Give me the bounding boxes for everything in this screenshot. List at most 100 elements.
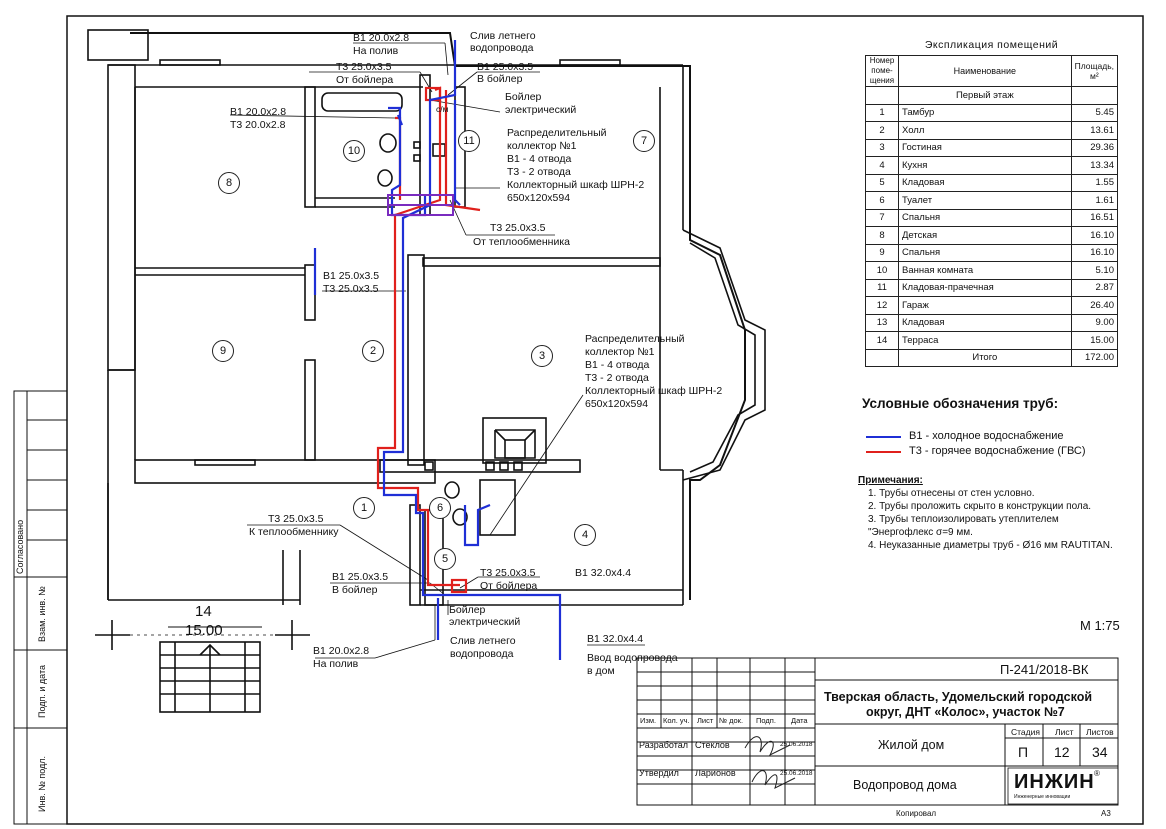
pipe-note: в дом (587, 665, 615, 677)
collector-label: Коллекторный шкаф ШРН-2 (507, 179, 645, 191)
collector-label: коллектор №1 (585, 346, 655, 358)
collector-label: 650х120х594 (585, 398, 649, 410)
address-line-1: Тверская область, Удомельский городской (824, 690, 1093, 704)
collector-label: Распределительный (585, 333, 685, 345)
pipe-label: В1 20.0х2.8 (353, 32, 410, 44)
note-item: 4. Неуказанные диаметры труб - Ø16 мм RA… (868, 540, 1113, 551)
drawing-code: П-241/2018-ВК (1000, 662, 1089, 677)
room-number: 6 (429, 497, 451, 519)
header-podp: Подп. (756, 716, 776, 725)
room-number: 10 (343, 140, 365, 162)
pipe-label: В1 25.0х3.5 (332, 571, 389, 583)
legend-hot-label: Т3 - горячее водоснабжение (ГВС) (909, 445, 1086, 457)
col-area-header: Площадь, м² (1070, 55, 1119, 87)
pipe-note: От бойлера (480, 580, 538, 592)
room-number: 5 (434, 548, 456, 570)
stamp-agreed: Согласовано (15, 519, 25, 574)
pipe-label: В1 20.0х2.8 (313, 645, 370, 657)
header-kol: Кол. уч. (663, 716, 690, 725)
collector-label: В1 - 4 отвода (585, 359, 650, 371)
pipe-note: От теплообменника (473, 236, 571, 248)
pipe-label: Т3 25.0х3.5 (480, 567, 536, 579)
approver-name: Ларионов (695, 768, 736, 778)
note-item: 3. Трубы теплоизолировать утеплителем "Э… (868, 514, 1059, 538)
header-date: Дата (791, 716, 808, 725)
note-item: 2. Трубы проложить скрыто в конструкции … (868, 501, 1092, 512)
pipe-note: Ввод водопровода (587, 652, 678, 664)
sheet-header: Лист (1055, 727, 1074, 737)
approved-label: Утвердил (639, 768, 679, 778)
collector-label: Т3 - 2 отвода (507, 166, 571, 178)
pipe-note: Слив летнего (470, 30, 536, 42)
sheet-value: 12 (1054, 744, 1070, 760)
room-number: 3 (531, 345, 553, 367)
signature-approver (751, 770, 796, 789)
terrace-area: 15.00 (185, 622, 223, 639)
collector-label: коллектор №1 (507, 140, 577, 152)
room-number: 8 (218, 172, 240, 194)
stamp-inv-orig: Инв. № подл. (37, 755, 47, 812)
pipe-note: В бойлер (332, 584, 378, 596)
collector-label: Распределительный (507, 127, 607, 139)
col-name-header: Наименование (898, 55, 1072, 87)
collector-label: Коллекторный шкаф ШРН-2 (585, 385, 723, 397)
stamp-sign-date: Подп. и дата (37, 664, 47, 718)
room-number: 2 (362, 340, 384, 362)
equipment-label: электрический (449, 616, 521, 628)
explication-title: Экспликация помещений (924, 39, 1059, 51)
equipment-label: электрический (505, 104, 577, 116)
room-number: 1 (353, 497, 375, 519)
pipe-label: Т3 25.0х3.5 (268, 513, 324, 525)
sheet-title: Водопровод дома (853, 778, 957, 792)
sheets-value: 34 (1092, 744, 1108, 760)
terrace-number: 14 (195, 603, 212, 620)
pipe-note: На полив (313, 658, 359, 670)
explication-table: Номер поме-щения Наименование Площадь, м… (865, 55, 1119, 367)
pipe-note: На полив (353, 45, 399, 57)
notes: Примечания: 1. Трубы отнесены от стен ус… (858, 474, 1118, 552)
floor-label: Первый этаж (898, 86, 1072, 105)
stamp-inv-replace: Взам. инв. № (37, 586, 47, 642)
room-number: 4 (574, 524, 596, 546)
header-doc: № док. (719, 716, 744, 725)
pipe-label: В1 20.0х2.8 (230, 106, 287, 118)
registered-mark: ® (1094, 769, 1100, 778)
pipe-label: Т3 20.0х2.8 (230, 119, 286, 131)
approved-date: 25.06.2018 (780, 770, 813, 777)
copied-label: Копировал (896, 809, 937, 818)
collector-label: В1 - 4 отвода (507, 153, 572, 165)
building-name: Жилой дом (878, 738, 945, 752)
stage-value: П (1018, 744, 1029, 760)
developer-name: Стеклов (695, 740, 730, 750)
format-label: А3 (1101, 809, 1111, 818)
notes-title: Примечания: (858, 475, 923, 486)
col-num-header: Номер поме-щения (865, 55, 899, 87)
company-logo: ИНЖИН (1014, 771, 1095, 793)
collector-label: Т3 - 2 отвода (585, 372, 649, 384)
equipment-label: Бойлер (449, 604, 486, 616)
pipe-note: водопровода (470, 42, 534, 54)
pipe-label: В1 25.0х3.5 (323, 270, 380, 282)
pipe-label: Т3 25.0х3.5 (336, 61, 392, 73)
sheets-header: Листов (1086, 727, 1114, 737)
pipe-label: Т3 25.0х3.5 (490, 222, 546, 234)
pipe-note: Слив летнего (450, 635, 516, 647)
company-tagline: Инженерные инновации (1014, 794, 1071, 800)
equipment-label: с/м (436, 104, 449, 114)
scale-label: М 1:75 (1080, 618, 1120, 633)
